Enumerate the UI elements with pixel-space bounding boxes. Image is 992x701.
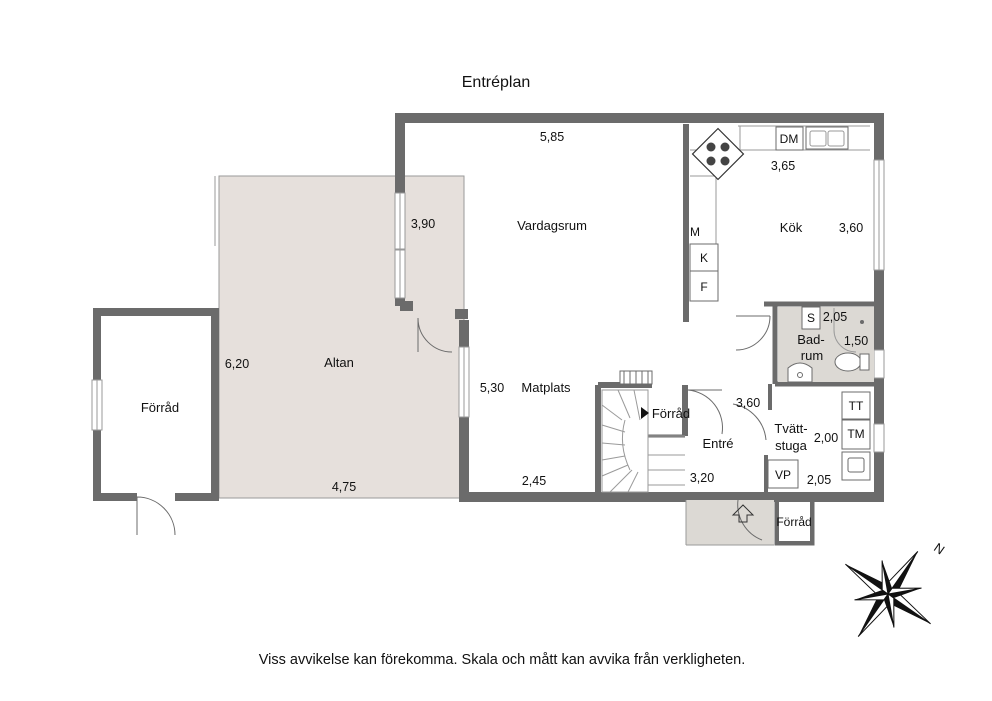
disclaimer: Viss avvikelse kan förekomma. Skala och …: [258, 652, 746, 668]
toilet-icon: [834, 352, 862, 372]
appliance-fridge: K: [700, 251, 708, 265]
dim-tvatt-height: 2,00: [814, 431, 838, 445]
dim-matplats-height: 5,30: [480, 381, 504, 395]
plan-title: Entréplan: [461, 74, 531, 91]
compass-north-label: N: [931, 540, 947, 558]
dim-tvatt-width: 2,05: [807, 473, 831, 487]
laundry: [767, 391, 871, 489]
stove-icon: [691, 127, 745, 181]
doors: [136, 315, 771, 536]
compass-rose-icon: [845, 551, 931, 637]
dim-kok-height: 3,60: [839, 221, 863, 235]
appliance-washer: TM: [847, 427, 864, 441]
dim-matplats-width: 2,45: [522, 474, 546, 488]
room-label-entre: Entré: [702, 436, 733, 451]
room-label-tvattstuga-line2: stuga: [775, 438, 808, 453]
shed-walls: [93, 308, 219, 501]
dim-altan-width: 4,75: [332, 480, 356, 494]
small-storage-walls: [774, 500, 815, 546]
room-label-forrad-left: Förråd: [141, 400, 179, 415]
room-label-badrum-line2: rum: [801, 348, 823, 363]
dim-altan-height: 6,20: [225, 357, 249, 371]
entrance-porch: [685, 499, 774, 546]
room-label-tvattstuga-line1: Tvätt-: [774, 421, 807, 436]
room-label-badrum-line1: Bad-: [797, 332, 824, 347]
appliance-water-heater: VP: [775, 468, 791, 482]
fireplace-icon: [619, 370, 653, 385]
room-label-kok: Kök: [780, 220, 803, 235]
dim-badrum-height: 1,50: [844, 334, 868, 348]
room-label-vardagsrum: Vardagsrum: [517, 218, 587, 233]
dim-entre-top: 3,60: [736, 396, 760, 410]
dim-kok-width: 3,65: [771, 159, 795, 173]
dim-entre-width: 3,20: [690, 471, 714, 485]
bathroom: [778, 306, 874, 383]
stair-direction-arrow: [641, 407, 649, 419]
appliance-shower: S: [807, 311, 815, 325]
room-label-forrad-small: Förråd: [776, 515, 811, 529]
windows: [394, 159, 885, 453]
dim-vardagsrum-width: 5,85: [540, 130, 564, 144]
room-label-matplats: Matplats: [521, 380, 571, 395]
room-label-altan: Altan: [324, 355, 354, 370]
kitchen-counters: [689, 125, 870, 302]
appliance-microwave: M: [690, 225, 700, 239]
interior-walls: [595, 124, 879, 497]
staircase: [601, 389, 685, 493]
room-label-forrad-mid: Förråd: [652, 406, 690, 421]
appliance-dishwasher: DM: [780, 132, 799, 146]
dim-vardagsrum-height: 3,90: [411, 217, 435, 231]
dim-badrum-width: 2,05: [823, 310, 847, 324]
appliance-dryer: TT: [849, 399, 864, 413]
entrance-arrow-icon: [731, 504, 755, 523]
main-walls: [395, 113, 884, 502]
appliance-freezer: F: [700, 280, 707, 294]
